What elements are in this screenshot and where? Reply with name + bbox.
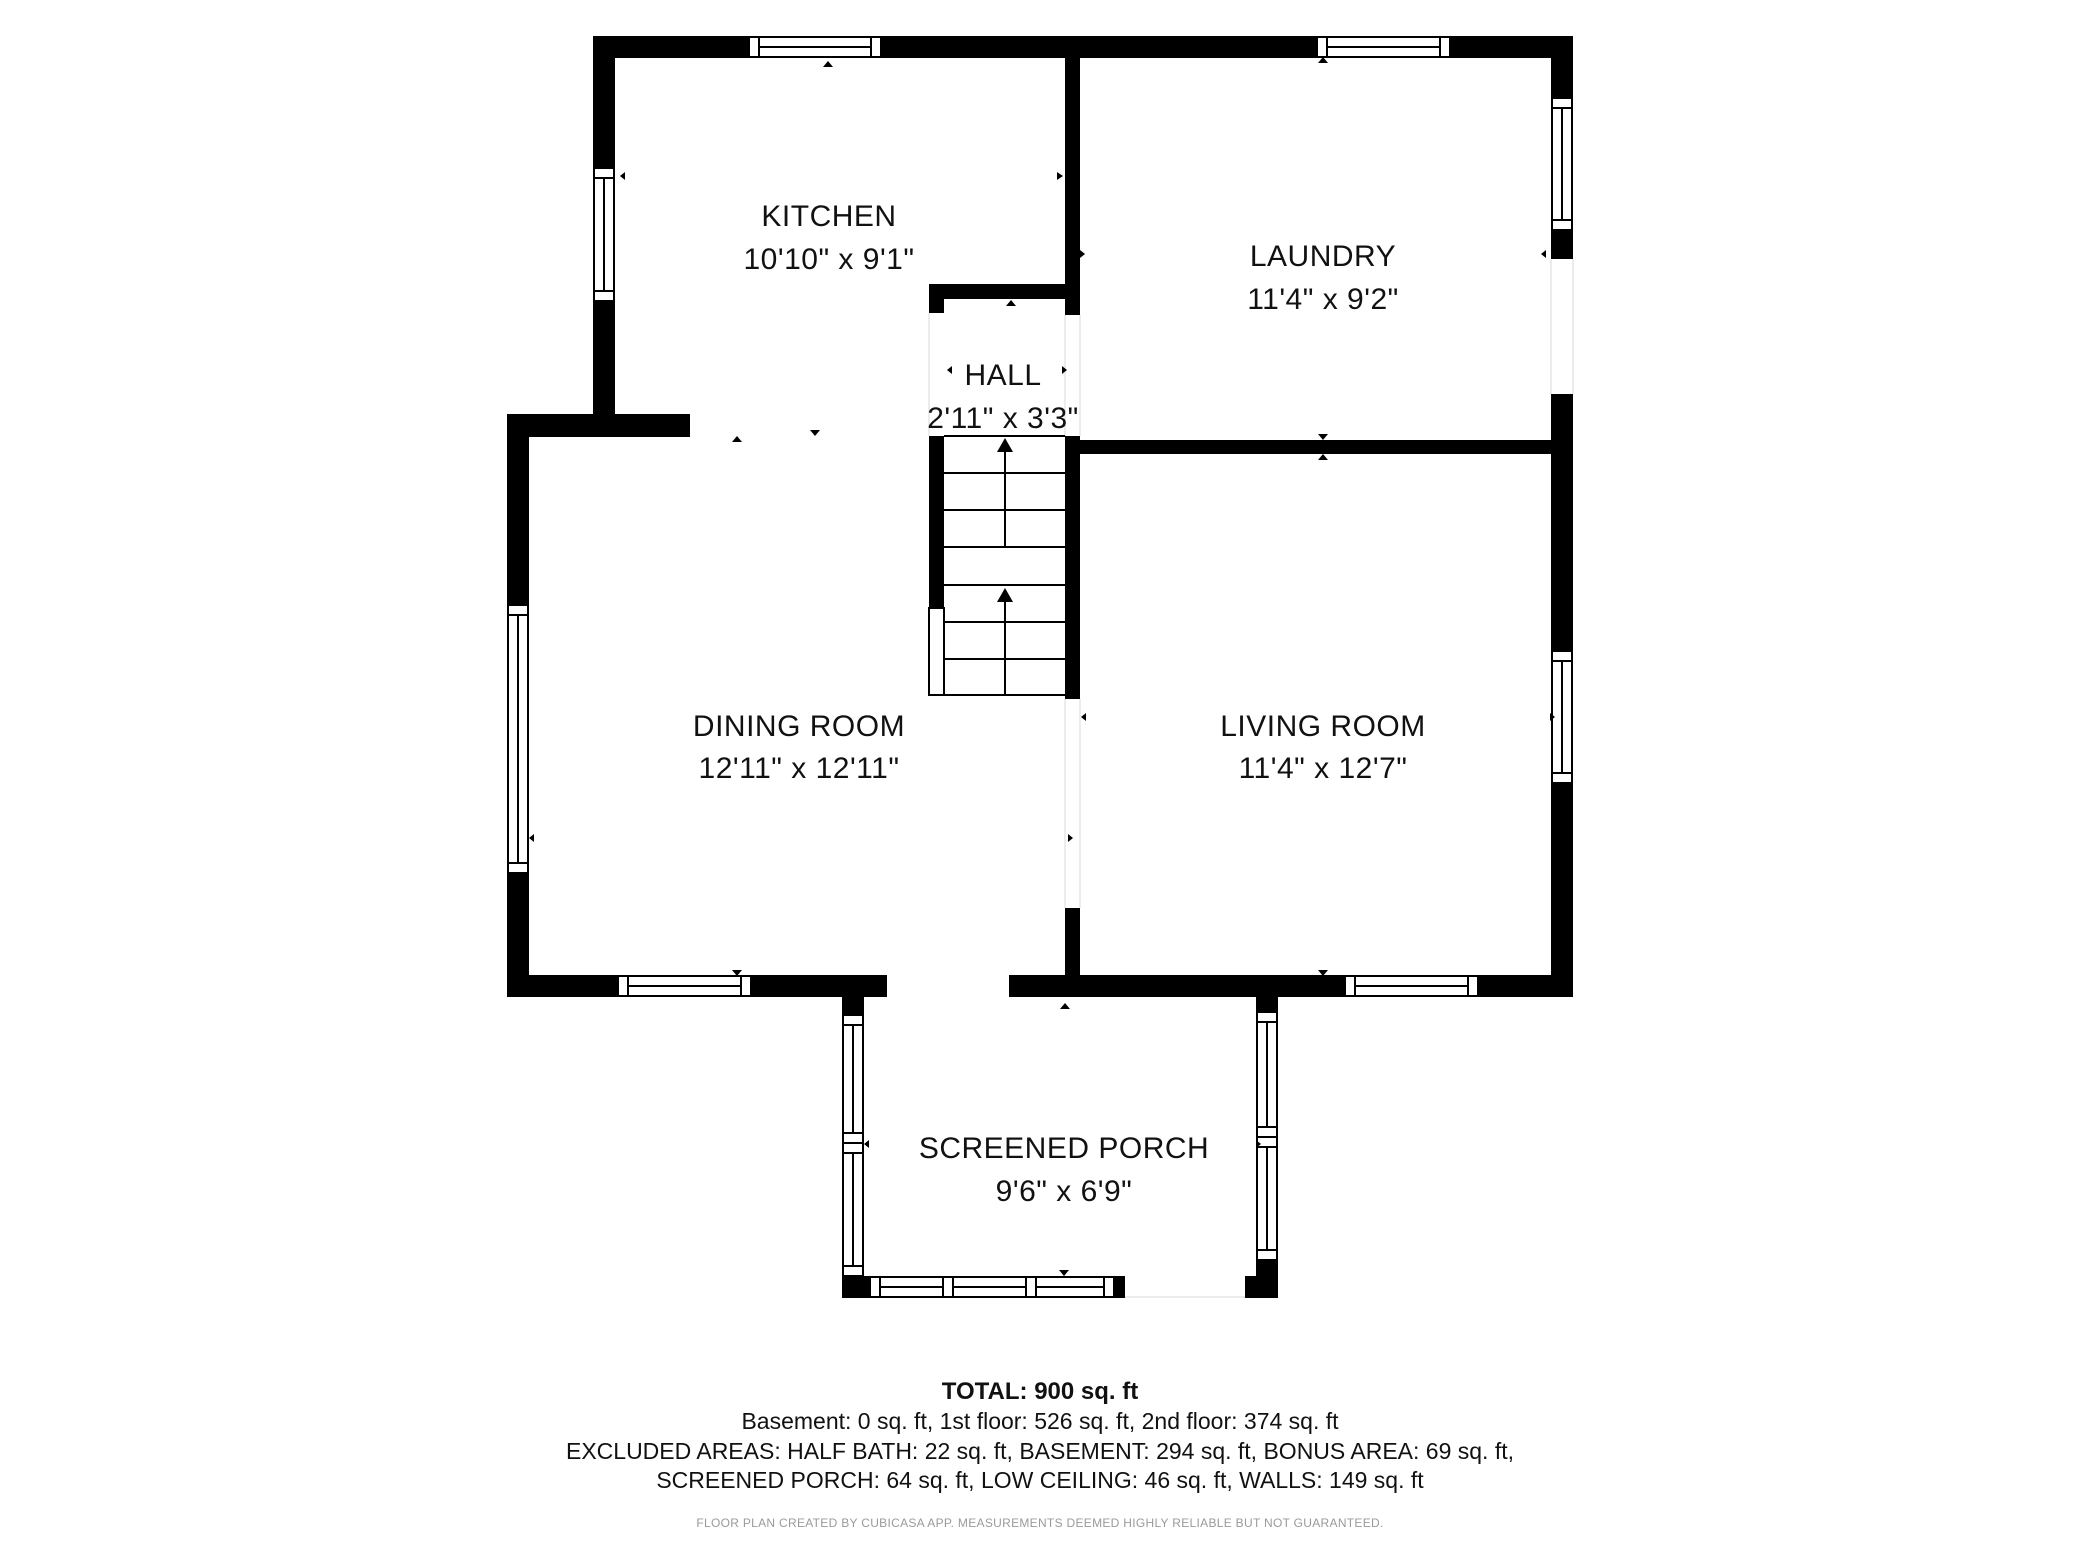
room-dims-living-room: 11'4" x 12'7" <box>1238 752 1408 785</box>
excluded-areas-line-2: SCREENED PORCH: 64 sq. ft, LOW CEILING: … <box>656 1467 1424 1493</box>
windows <box>507 36 1573 1298</box>
total-area: TOTAL: 900 sq. ft <box>941 1378 1139 1405</box>
staircase <box>928 435 1065 696</box>
room-label-living-room: LIVING ROOM <box>1220 710 1426 743</box>
room-label-screened-porch: SCREENED PORCH <box>918 1132 1210 1165</box>
dimension-markers <box>529 57 1555 1276</box>
room-label-dining-room: DINING ROOM <box>692 710 906 743</box>
stair-arrow-icon <box>997 438 1013 602</box>
room-dims-kitchen: 10'10" x 9'1" <box>743 243 915 276</box>
room-dims-laundry: 11'4" x 9'2" <box>1247 283 1399 316</box>
openings <box>928 259 1574 1298</box>
walls <box>507 36 1573 1298</box>
disclaimer: FLOOR PLAN CREATED BY CUBICASA APP. MEAS… <box>696 1516 1384 1530</box>
room-label-kitchen: KITCHEN <box>761 200 897 233</box>
room-label-laundry: LAUNDRY <box>1249 240 1397 273</box>
room-label-hall: HALL <box>964 359 1042 392</box>
floor-areas: Basement: 0 sq. ft, 1st floor: 526 sq. f… <box>741 1408 1339 1434</box>
room-dims-hall: 2'11" x 3'3" <box>927 402 1079 435</box>
room-dims-dining-room: 12'11" x 12'11" <box>698 752 900 785</box>
room-dims-screened-porch: 9'6" x 6'9" <box>995 1175 1133 1208</box>
excluded-areas-line-1: EXCLUDED AREAS: HALF BATH: 22 sq. ft, BA… <box>565 1438 1515 1464</box>
